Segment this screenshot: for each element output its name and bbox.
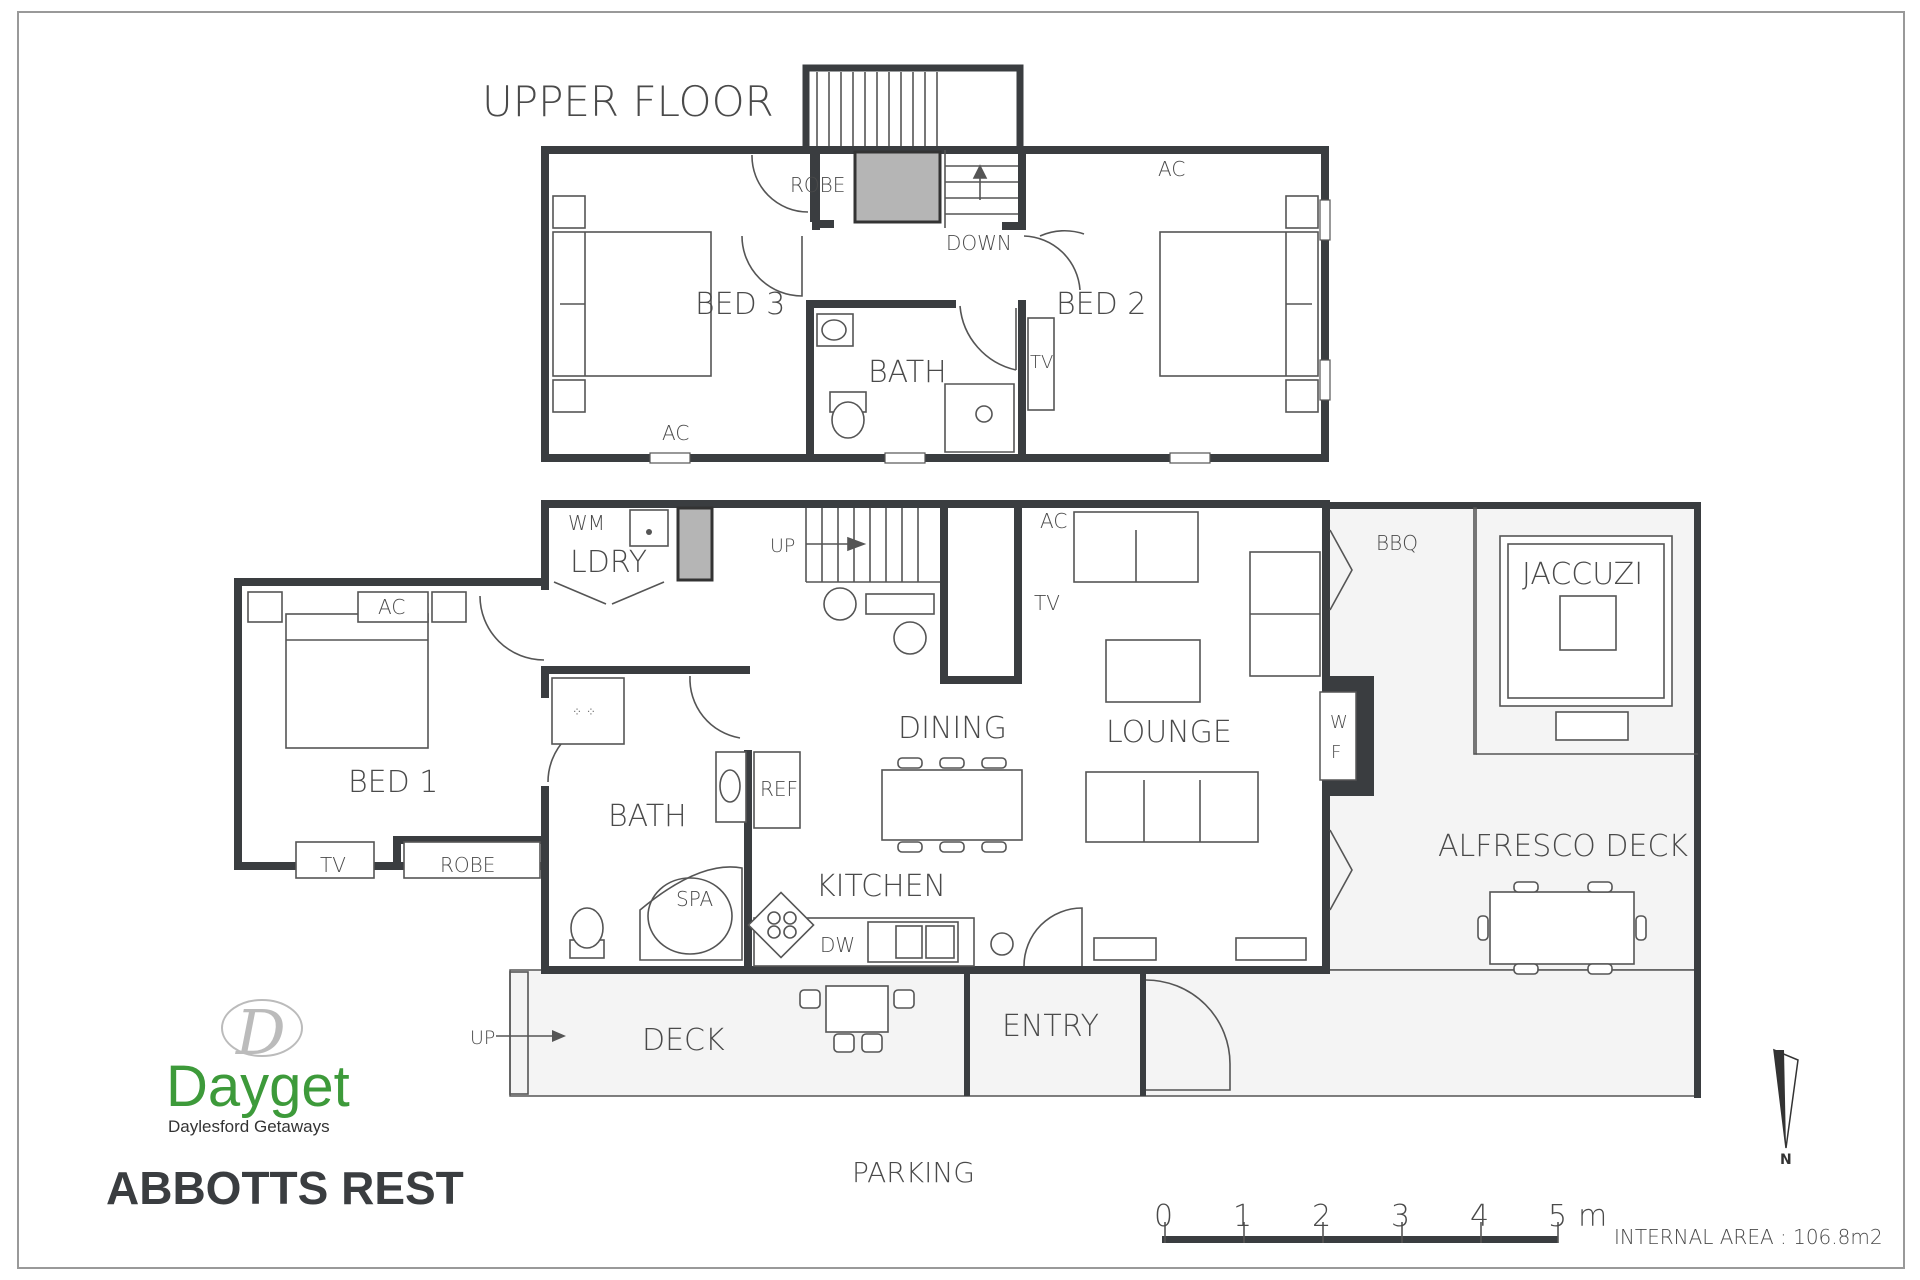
stair-down-label: DOWN [946,231,1012,255]
laundry-storage [676,506,714,582]
bed1-ac-label: AC [378,595,405,619]
property-title: ABBOTTS REST [106,1162,464,1214]
up-stair [805,508,940,583]
bbq-label: BBQ [1376,531,1418,555]
alfresco-table [1489,891,1635,965]
ldry-label: LDRY [570,545,647,580]
parking-label: PARKING [852,1156,975,1189]
dining-table [881,769,1023,841]
bed1-tv-unit [295,841,375,879]
upper-floor: UPPER FLOOR DOWN [482,64,1331,464]
dining-label: DINING [898,711,1007,746]
ground-floor: W F WM LDRY UP AC BED [234,500,1701,1189]
rear-deck-area [509,969,1699,1097]
upper-ac-top: AC [1158,157,1185,181]
upper-stair-treads [816,72,938,148]
deck-label: DECK [642,1023,725,1058]
ac-lounge-label: AC [1040,509,1067,533]
scale-tick-3: 3 [1391,1199,1410,1234]
brand-name: Dayget [166,1054,350,1119]
lounge-label: LOUNGE [1106,715,1232,750]
alfresco-label: ALFRESCO DECK [1438,829,1688,864]
scale-bar: 0 1 2 3 4 5 m [1154,1199,1607,1243]
wm-label: WM [568,511,605,535]
scale-tick-4: 4 [1470,1199,1489,1234]
brand-tagline: Daylesford Getaways [168,1117,330,1136]
brand-logo: D Dayget Daylesford Getaways [166,996,350,1136]
upper-robe-label: ROBE [790,173,845,197]
dw-label: DW [820,933,855,957]
scale-unit: m [1578,1199,1607,1234]
wf-label-f: F [1331,742,1341,763]
jaccuzi [1499,535,1673,707]
upper-ac-bottom: AC [662,421,689,445]
upper-floor-heading: UPPER FLOOR [482,77,774,126]
scale-tick-0: 0 [1154,1199,1173,1234]
bed1-robe-label: ROBE [440,853,495,877]
fridge [753,751,801,829]
north-label: N [1780,1152,1792,1168]
upper-storage [853,150,942,224]
upper-tv-label: TV [1030,352,1053,373]
north-arrow-icon: N [1773,1048,1799,1168]
page-border [17,11,1905,1269]
scale-tick-5: 5 [1548,1199,1567,1234]
bed2-label: BED 2 [1056,287,1146,322]
upper-bath-label: BATH [868,355,947,390]
kitchen-label: KITCHEN [816,869,946,904]
bed3-label: BED 3 [695,287,785,322]
spa-tub [639,866,743,961]
stair-down [944,150,1018,228]
bed1-robe [403,841,541,879]
shower-icon: ⁘ ⁘ [572,705,596,719]
up-stair-label: UP [770,535,795,557]
spa-label: SPA [676,887,713,911]
ref-label: REF [760,777,798,801]
coffee-table [1105,639,1201,703]
up-deck-label: UP [470,1027,495,1049]
bed1-tv-label: TV [320,853,346,877]
wood-fire [1319,691,1357,781]
bed1-bed [285,613,429,749]
scale-tick-1: 1 [1233,1199,1252,1234]
scale-tick-2: 2 [1312,1199,1331,1234]
entry-label: ENTRY [1002,1009,1099,1044]
bed1-label: BED 1 [348,765,438,800]
tv-lounge-label: TV [1034,591,1060,615]
lounge-sofa [1085,771,1259,843]
ground-bath-label: BATH [608,799,687,834]
upper-tv-unit [1027,317,1055,411]
brand-monogram: D [235,996,286,1069]
wf-label-w: W [1330,712,1348,733]
internal-area: INTERNAL AREA : 106.8m2 [1614,1225,1883,1249]
jaccuzi-label: JACCUZI [1522,557,1643,592]
